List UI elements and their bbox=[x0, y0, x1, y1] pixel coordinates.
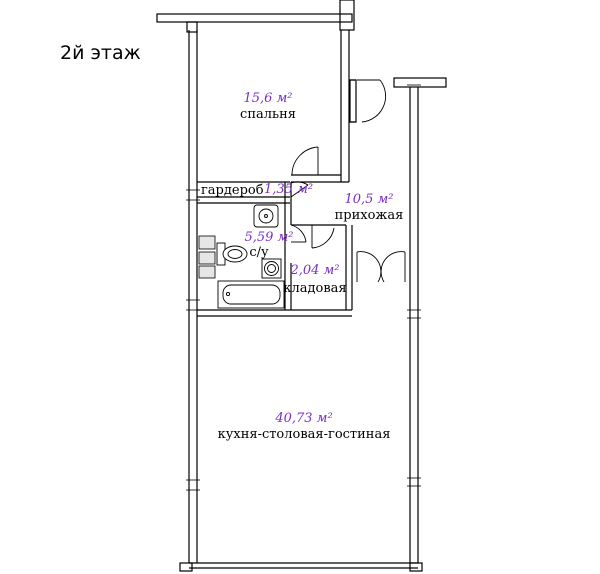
bathroom-area: 5,59 м² bbox=[244, 230, 293, 245]
living-name: кухня-столовая-гостиная bbox=[218, 427, 391, 442]
shelf-icon bbox=[198, 235, 216, 250]
bedroom-area: 15,6 м² bbox=[243, 91, 292, 106]
interior-walls bbox=[197, 181, 353, 317]
room-bedroom: 15,6 м² спальня bbox=[240, 91, 296, 122]
room-storage: 2,04 м² кладовая bbox=[283, 263, 346, 296]
room-wardrobe: гардероб 1,35 м² bbox=[201, 182, 313, 198]
room-living: 40,73 м² кухня-столовая-гостиная bbox=[218, 411, 391, 442]
storage-area: 2,04 м² bbox=[289, 263, 339, 278]
bathtub-icon bbox=[217, 280, 285, 309]
wardrobe-name: гардероб bbox=[201, 183, 264, 198]
doors bbox=[290, 79, 406, 283]
washing-machine-icon bbox=[261, 258, 282, 279]
bathroom-name: с/у bbox=[249, 245, 269, 260]
living-area: 40,73 м² bbox=[274, 411, 332, 426]
room-hallway: 10,5 м² прихожая bbox=[335, 192, 404, 223]
storage-name: кладовая bbox=[283, 281, 346, 296]
bedroom-name: спальня bbox=[240, 107, 296, 122]
floor-title: 2й этаж bbox=[60, 42, 141, 64]
hallway-area: 10,5 м² bbox=[344, 192, 393, 207]
bathroom-fixtures bbox=[198, 204, 285, 309]
toilet-icon bbox=[216, 242, 248, 266]
room-bathroom: 5,59 м² с/у bbox=[244, 230, 293, 260]
exterior-walls bbox=[156, 0, 447, 572]
hallway-name: прихожая bbox=[335, 208, 404, 223]
wardrobe-area: 1,35 м² bbox=[264, 182, 313, 197]
